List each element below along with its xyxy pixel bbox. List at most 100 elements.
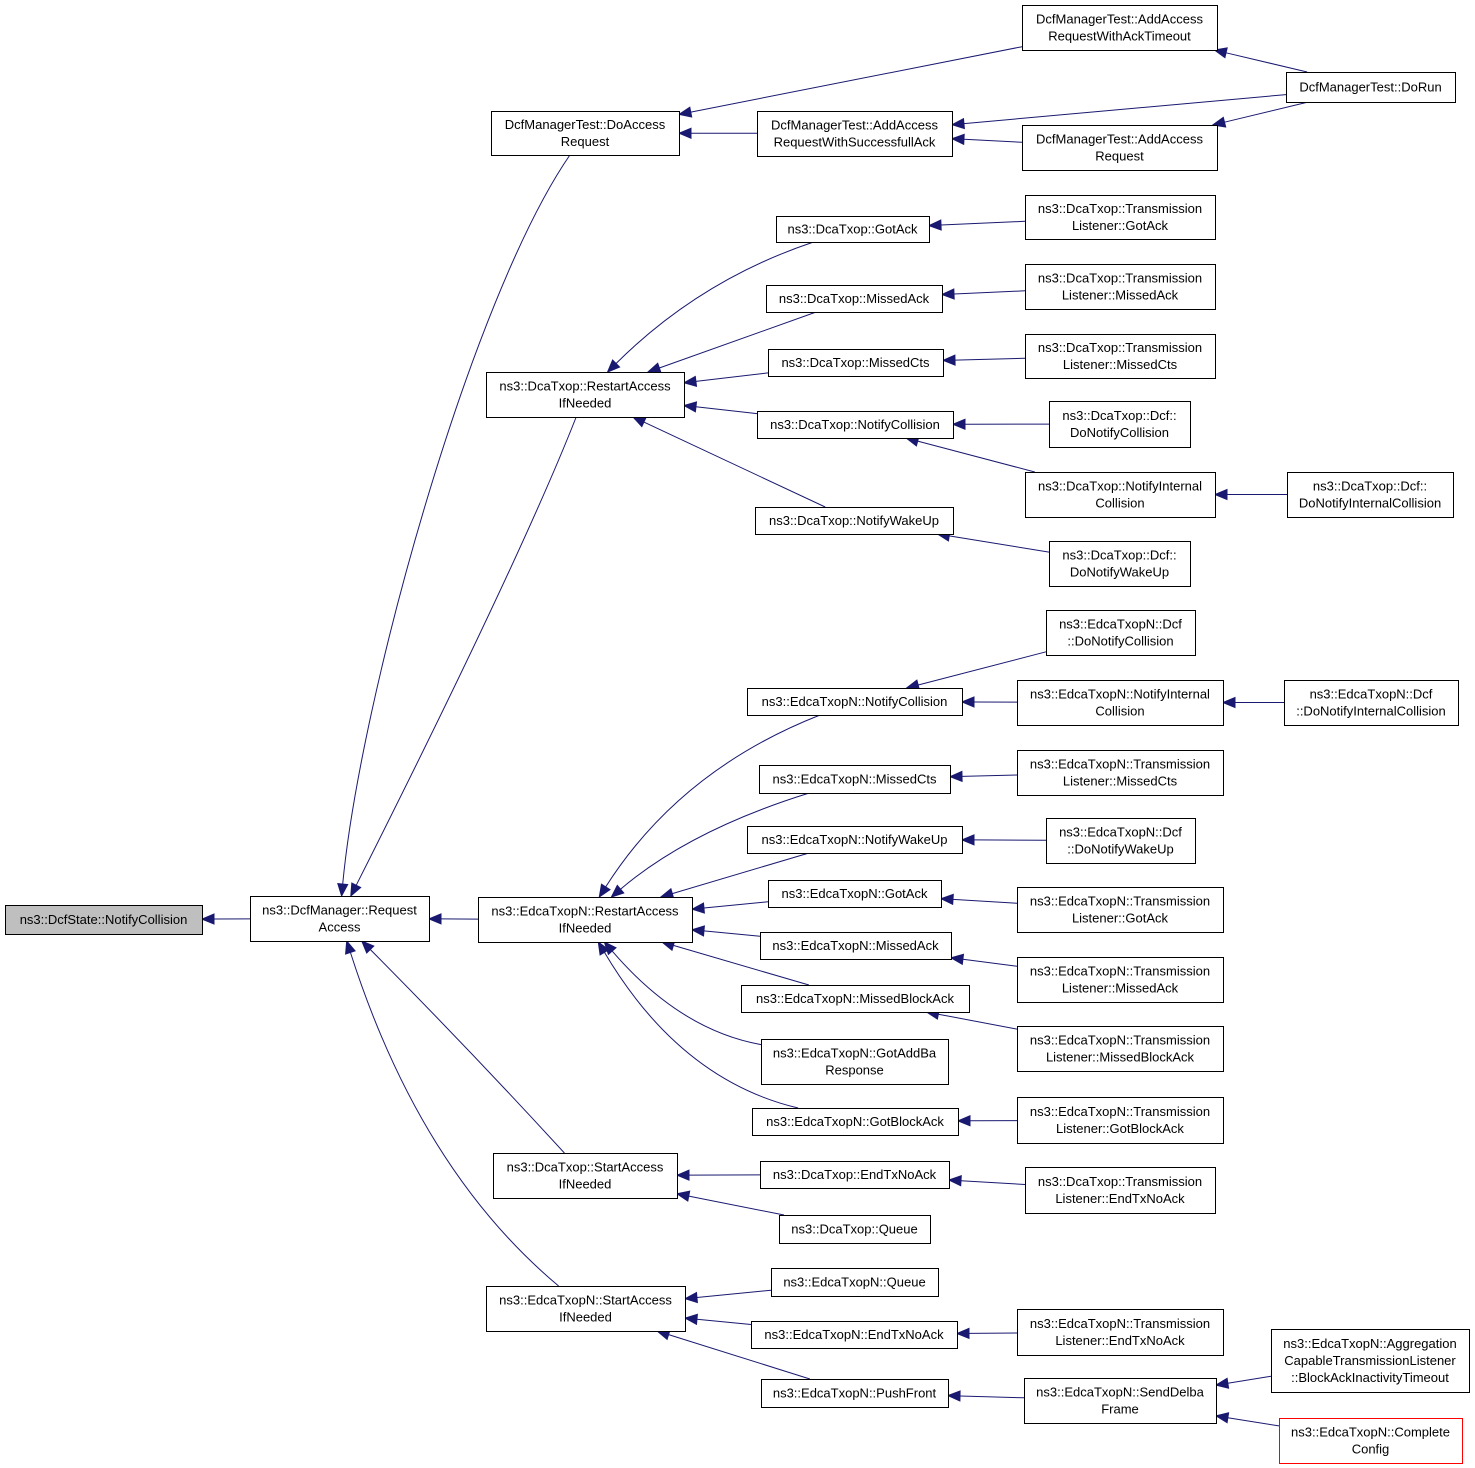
node-do-run[interactable]: DcfManagerTest::DoRun [1286, 72, 1456, 103]
node-edca-notify-internal-collision[interactable]: ns3::EdcaTxopN::NotifyInternalCollision [1017, 680, 1224, 726]
node-dca-notify-wakeup[interactable]: ns3::DcaTxop::NotifyWakeUp [755, 507, 954, 535]
node-box[interactable] [1287, 472, 1454, 518]
node-edca-aggregation-listener-timeout[interactable]: ns3::EdcaTxopN::AggregationCapableTransm… [1271, 1329, 1470, 1393]
node-dca-tl-missed-cts[interactable]: ns3::DcaTxop::TransmissionListener::Miss… [1025, 334, 1216, 379]
node-edca-dcf-do-notify-collision[interactable]: ns3::EdcaTxopN::Dcf::DoNotifyCollision [1046, 610, 1196, 656]
node-add-access-ack-timeout[interactable]: DcfManagerTest::AddAccessRequestWithAckT… [1022, 5, 1218, 51]
node-box[interactable] [491, 111, 680, 156]
node-box[interactable] [751, 1321, 958, 1349]
node-box[interactable] [747, 826, 963, 854]
node-dca-missed-cts[interactable]: ns3::DcaTxop::MissedCts [768, 349, 944, 377]
node-box[interactable] [776, 216, 930, 243]
node-box[interactable] [760, 1161, 950, 1189]
node-add-access-successful-ack[interactable]: DcfManagerTest::AddAccessRequestWithSucc… [757, 111, 953, 157]
node-box[interactable] [766, 285, 943, 313]
node-box[interactable] [1049, 401, 1191, 448]
node-box[interactable] [1025, 472, 1216, 518]
node-box[interactable] [757, 411, 954, 439]
node-box[interactable] [761, 1379, 949, 1408]
node-box[interactable] [768, 880, 942, 908]
node-edca-tl-got-block-ack[interactable]: ns3::EdcaTxopN::TransmissionListener::Go… [1017, 1097, 1224, 1144]
node-box[interactable] [478, 897, 693, 943]
node-edca-tl-missed-cts[interactable]: ns3::EdcaTxopN::TransmissionListener::Mi… [1017, 750, 1224, 796]
node-box[interactable] [1025, 264, 1216, 310]
node-box[interactable] [779, 1215, 931, 1244]
node-edca-got-block-ack[interactable]: ns3::EdcaTxopN::GotBlockAck [752, 1108, 959, 1136]
node-dca-missed-ack[interactable]: ns3::DcaTxop::MissedAck [766, 285, 943, 313]
node-dca-tl-end-tx-no-ack[interactable]: ns3::DcaTxop::TransmissionListener::EndT… [1025, 1167, 1216, 1214]
node-box[interactable] [486, 1286, 686, 1332]
node-box[interactable] [493, 1153, 678, 1199]
node-box[interactable] [250, 896, 430, 942]
node-dca-tl-got-ack[interactable]: ns3::DcaTxop::TransmissionListener::GotA… [1025, 195, 1216, 240]
node-box[interactable] [1046, 610, 1196, 656]
node-dca-dcf-do-notify-internal-collision[interactable]: ns3::DcaTxop::Dcf::DoNotifyInternalColli… [1287, 472, 1454, 518]
node-dca-dcf-do-notify-collision[interactable]: ns3::DcaTxop::Dcf::DoNotifyCollision [1049, 401, 1191, 448]
node-box[interactable] [1017, 957, 1224, 1003]
node-box[interactable] [771, 1268, 939, 1297]
node-box[interactable] [1024, 1378, 1217, 1424]
node-dca-notify-collision[interactable]: ns3::DcaTxop::NotifyCollision [757, 411, 954, 439]
node-dca-end-tx-no-ack[interactable]: ns3::DcaTxop::EndTxNoAck [760, 1161, 950, 1189]
node-box[interactable] [747, 688, 963, 716]
node-edca-notify-wakeup[interactable]: ns3::EdcaTxopN::NotifyWakeUp [747, 826, 963, 854]
node-box[interactable] [1049, 541, 1191, 587]
node-box[interactable] [759, 765, 951, 794]
node-box[interactable] [1025, 195, 1216, 240]
node-box[interactable] [1279, 1418, 1463, 1464]
node-box[interactable] [757, 111, 953, 157]
node-dca-dcf-do-notify-wakeup[interactable]: ns3::DcaTxop::Dcf::DoNotifyWakeUp [1049, 541, 1191, 587]
node-box[interactable] [1017, 1309, 1224, 1356]
node-box[interactable] [1022, 125, 1218, 171]
node-box[interactable] [1017, 750, 1224, 796]
node-edca-notify-collision[interactable]: ns3::EdcaTxopN::NotifyCollision [747, 688, 963, 716]
node-edca-missed-block-ack[interactable]: ns3::EdcaTxopN::MissedBlockAck [741, 985, 970, 1013]
node-box[interactable] [752, 1108, 959, 1136]
node-notify-collision-root[interactable]: ns3::DcfState::NotifyCollision [5, 905, 203, 935]
node-box[interactable] [486, 372, 685, 418]
node-edca-tl-end-tx-no-ack[interactable]: ns3::EdcaTxopN::TransmissionListener::En… [1017, 1309, 1224, 1356]
node-box[interactable] [1025, 334, 1216, 379]
node-edca-missed-ack[interactable]: ns3::EdcaTxopN::MissedAck [760, 932, 952, 960]
node-edca-end-tx-no-ack[interactable]: ns3::EdcaTxopN::EndTxNoAck [751, 1321, 958, 1349]
node-edca-tl-missed-ack[interactable]: ns3::EdcaTxopN::TransmissionListener::Mi… [1017, 957, 1224, 1003]
node-box[interactable] [741, 985, 970, 1013]
node-box[interactable] [1271, 1329, 1470, 1393]
node-box[interactable] [1017, 1097, 1224, 1144]
node-box[interactable] [1022, 5, 1218, 51]
node-edca-tl-missed-block-ack[interactable]: ns3::EdcaTxopN::TransmissionListener::Mi… [1017, 1026, 1224, 1072]
node-box[interactable] [761, 1039, 949, 1085]
node-box[interactable] [5, 905, 203, 935]
node-box[interactable] [1017, 680, 1224, 726]
node-dca-notify-internal-collision[interactable]: ns3::DcaTxop::NotifyInternalCollision [1025, 472, 1216, 518]
node-dca-tl-missed-ack[interactable]: ns3::DcaTxop::TransmissionListener::Miss… [1025, 264, 1216, 310]
node-edca-dcf-do-notify-internal-collision[interactable]: ns3::EdcaTxopN::Dcf::DoNotifyInternalCol… [1284, 680, 1459, 726]
node-box[interactable] [1017, 1026, 1224, 1072]
node-box[interactable] [760, 932, 952, 960]
node-edca-tl-got-ack[interactable]: ns3::EdcaTxopN::TransmissionListener::Go… [1017, 887, 1224, 933]
node-box[interactable] [1017, 887, 1224, 933]
node-dca-queue[interactable]: ns3::DcaTxop::Queue [779, 1215, 931, 1244]
node-box[interactable] [755, 507, 954, 535]
node-edca-push-front[interactable]: ns3::EdcaTxopN::PushFront [761, 1379, 949, 1408]
node-dca-got-ack[interactable]: ns3::DcaTxop::GotAck [776, 216, 930, 243]
node-box[interactable] [1286, 72, 1456, 103]
node-edca-got-ack[interactable]: ns3::EdcaTxopN::GotAck [768, 880, 942, 908]
node-edca-dcf-do-notify-wakeup[interactable]: ns3::EdcaTxopN::Dcf::DoNotifyWakeUp [1046, 818, 1196, 864]
node-edca-missed-cts[interactable]: ns3::EdcaTxopN::MissedCts [759, 765, 951, 794]
node-box[interactable] [1025, 1167, 1216, 1214]
node-edca-queue[interactable]: ns3::EdcaTxopN::Queue [771, 1268, 939, 1297]
node-box[interactable] [1046, 818, 1196, 864]
node-box[interactable] [768, 349, 944, 377]
node-box[interactable] [1284, 680, 1459, 726]
